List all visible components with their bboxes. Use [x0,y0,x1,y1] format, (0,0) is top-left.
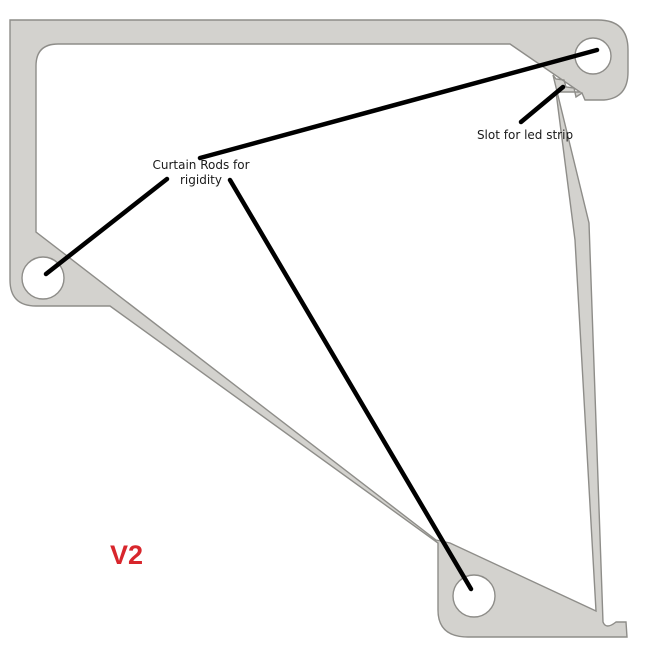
leader-line-left-rod [43,176,170,277]
leader-line-led-slot [518,84,566,125]
curtain-rods-label: Curtain Rods for rigidity [140,158,262,188]
leader-line-bottom-rod [227,177,474,592]
curtain-rods-label-line1: Curtain Rods for [152,158,250,172]
leader-line-top-rod [197,47,600,161]
curtain-rods-label-line2: rigidity [180,173,222,187]
led-slot-label: Slot for led strip [476,128,574,142]
version-label: V2 [110,540,144,570]
